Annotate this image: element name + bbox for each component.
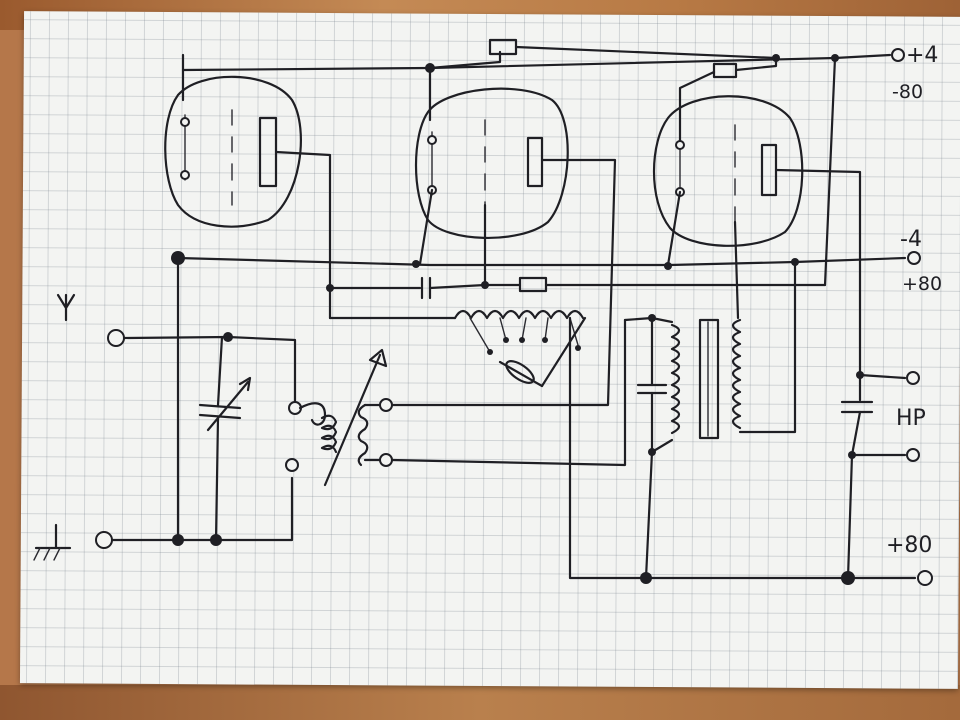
vacuum-tube-2: [414, 87, 569, 239]
hp-terminal-2[interactable]: [906, 448, 920, 462]
top-supply-rail: [181, 38, 905, 142]
speaker-output: [840, 371, 920, 580]
hp-terminal-1[interactable]: [906, 371, 920, 385]
label-minus80: -80: [892, 81, 923, 103]
antenna-wire: [122, 335, 297, 407]
tube3-plate-wire: [774, 168, 862, 377]
bottom-return-rail: [568, 316, 917, 580]
variable-capacitor: [198, 335, 252, 542]
output-transformer: [623, 220, 797, 580]
antenna-icon: [56, 293, 76, 322]
minus4-rail: [171, 188, 921, 270]
label-plus80-mid: +80: [902, 273, 942, 295]
vacuum-tube-3: [652, 95, 804, 247]
vacuum-tube-1: [164, 75, 302, 228]
label-plus4: +4: [906, 43, 938, 68]
tube1-plate-wire: [274, 150, 332, 320]
wooden-desk-bottom: [0, 685, 960, 720]
ground-terminal[interactable]: [95, 531, 113, 549]
tapped-coil-switch: [328, 309, 587, 388]
label-hp: HP: [896, 406, 926, 431]
label-minus4: -4: [900, 227, 922, 252]
plus80-terminal[interactable]: [917, 570, 933, 586]
ground-wire: [110, 476, 294, 542]
tube2-plate-wire: [383, 158, 617, 407]
coupled-coils: [298, 318, 627, 487]
ground-icon: [33, 523, 72, 561]
minus4-terminal[interactable]: [907, 251, 921, 265]
label-plus80-bottom: +80: [886, 533, 932, 558]
coupling-row: [326, 203, 827, 300]
plus4-terminal[interactable]: [891, 48, 905, 62]
antenna-terminal[interactable]: [107, 329, 125, 347]
